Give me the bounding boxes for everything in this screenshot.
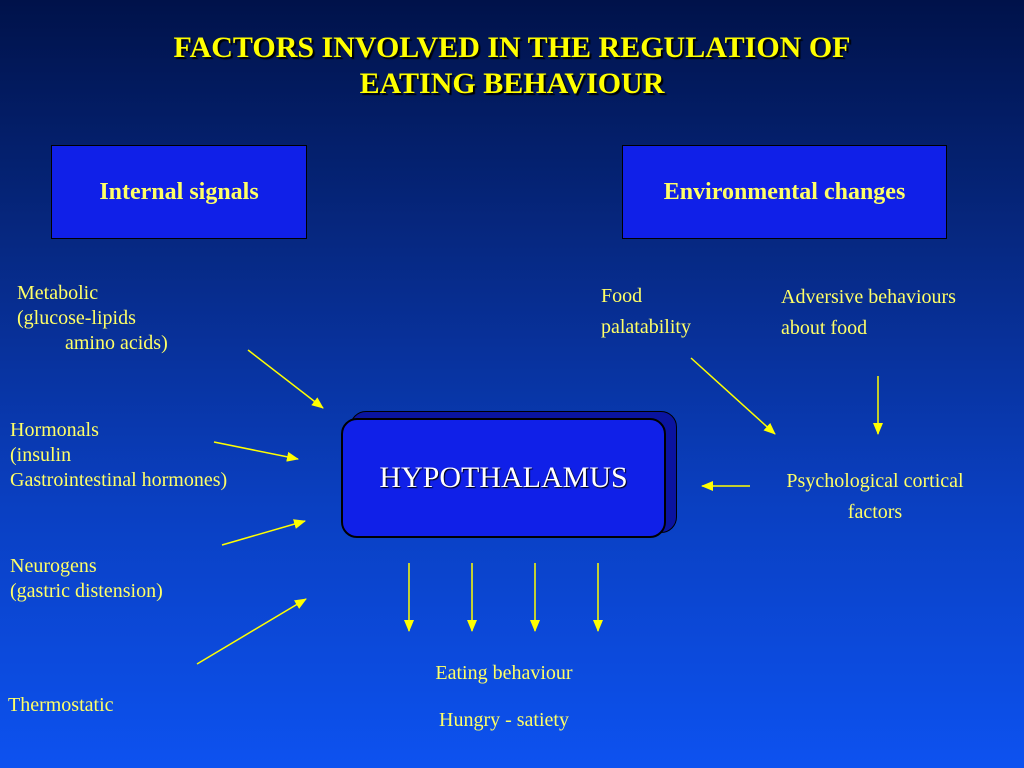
title-line-2: EATING BEHAVIOUR [359,67,665,100]
neurogens-line-1: Neurogens [10,555,97,577]
metabolic-line-3: amino acids) [65,332,168,354]
internal-signals-box: Internal signals [51,145,307,239]
hypothalamus-box: HYPOTHALAMUS [341,418,666,538]
internal-signals-label: Internal signals [99,178,259,205]
neurogens-line-2: (gastric distension) [10,580,163,602]
hormonal-line-3: Gastrointestinal hormones) [10,469,228,491]
slide-title: FACTORS INVOLVED IN THE REGULATION OF EA… [0,30,1024,102]
thermostatic-factor: Thermostatic [8,693,114,718]
adversive-line-1: Adversive behaviours [781,286,956,308]
adversive-line-2: about food [781,317,868,339]
metabolic-line-1: Metabolic [17,282,99,304]
arrow-thermostatic [196,598,307,665]
environmental-changes-label: Environmental changes [663,178,906,205]
thermostatic-line-1: Thermostatic [8,694,114,716]
arrow-hormonal [213,441,299,462]
hormonal-factor: Hormonals (insulin Gastrointestinal horm… [10,418,227,493]
adversive-behaviours-factor: Adversive behaviours about food [781,282,956,344]
food-palatability-factor: Food palatability [601,281,691,343]
neurogens-factor: Neurogens (gastric distension) [10,554,163,604]
arrow-food-palatability [690,357,776,435]
hormonal-line-1: Hormonals [10,419,99,441]
hormonal-line-2: (insulin [10,444,72,466]
hungry-satiety-output: Hungry - satiety [439,709,569,731]
metabolic-line-2: (glucose-lipids [17,307,136,329]
psychological-line-2: factors [847,501,903,523]
metabolic-factor: Metabolic (glucose-lipids amino acids) [17,281,168,356]
environmental-changes-box: Environmental changes [622,145,947,239]
arrow-neurogens [221,519,306,546]
food-line-2: palatability [601,316,691,338]
psychological-line-1: Psychological cortical [786,470,964,492]
psychological-factor: Psychological cortical factors [755,466,995,528]
food-line-1: Food [601,285,643,307]
arrow-metabolic [247,349,324,409]
hypothalamus-label: HYPOTHALAMUS [379,461,628,494]
title-line-1: FACTORS INVOLVED IN THE REGULATION OF [173,31,851,64]
eating-behaviour-output: Eating behaviour [435,662,573,684]
